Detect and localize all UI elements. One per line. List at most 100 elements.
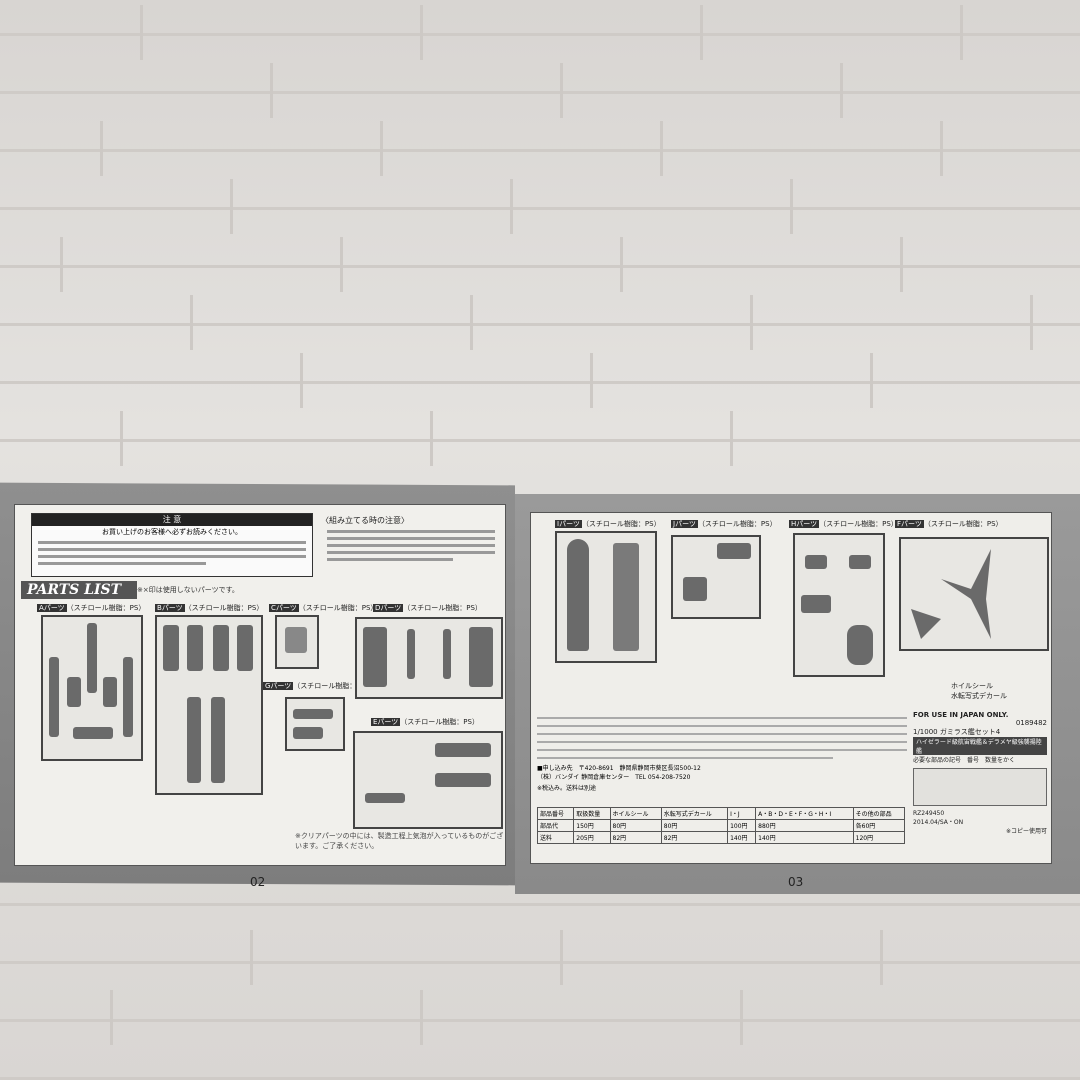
page-number-left: 02 [250, 875, 266, 889]
text-line [38, 562, 206, 565]
table-cell: 82円 [660, 831, 729, 844]
brick-joint [940, 121, 943, 176]
clear-parts-footnote: ※クリアパーツの中には、製造工程上気泡が入っているものがございます。ご了承くださ… [295, 832, 504, 850]
text-line [38, 548, 306, 551]
brick-joint [340, 237, 343, 292]
table-cell: 205円 [573, 831, 611, 844]
part [435, 773, 491, 787]
part [469, 627, 493, 687]
table-cell: 82円 [609, 831, 662, 844]
sprue-j [671, 535, 761, 619]
text-line [537, 733, 907, 735]
wing-shape [941, 549, 991, 639]
parts-label-g: Gパーツ（スチロール樹脂：PS） [263, 682, 372, 690]
parts-label-b: Bパーツ（スチロール樹脂：PS） [155, 604, 264, 612]
parts-list-label: PARTS LIST [21, 581, 137, 599]
brick-joint [250, 930, 253, 985]
sprue-g [285, 697, 345, 751]
table-row: 部品代 150円 80円 80円 100円 880円 各60円 [536, 819, 906, 832]
parts-label-c: Cパーツ（スチロール樹脂：PS） [269, 604, 378, 612]
part [237, 625, 253, 671]
part [211, 697, 225, 783]
sticker-note-2: 水転写式デカール [951, 692, 1007, 700]
table-cell: 部品代 [536, 819, 575, 832]
part [365, 793, 405, 803]
table-cell: 140円 [727, 831, 757, 844]
date-line: 2014.04/SA・ON [913, 819, 964, 826]
brick-joint [590, 353, 593, 408]
parts-label-d: Dパーツ（スチロール樹脂：PS） [373, 604, 482, 612]
brick-joint [120, 411, 123, 466]
text-line [38, 555, 306, 558]
text-line [537, 749, 907, 751]
part [407, 629, 415, 679]
left-page: 注 意 お買い上げのお客様へ必ずお読みください。 〈組み立てる時の注意〉 PAR… [14, 504, 506, 866]
brick-joint [190, 295, 193, 350]
parts-order-info: ■申し込み先 〒420-8691 静岡県静岡市葵区長沼500-12 （株）バンダ… [536, 711, 907, 859]
table-row: 送料 205円 82円 82円 140円 140円 120円 [536, 831, 906, 844]
text-line [327, 544, 495, 547]
sprue-i [555, 531, 657, 663]
brick-joint [960, 5, 963, 60]
part [187, 625, 203, 671]
brick-joint [380, 121, 383, 176]
brick-joint [100, 121, 103, 176]
part [613, 543, 639, 651]
text-line [38, 541, 306, 544]
product-name: 1/1000 ガミラス艦セット4 [913, 728, 1001, 736]
part [187, 697, 201, 783]
caution-box: 注 意 お買い上げのお客様へ必ずお読みください。 [31, 513, 313, 577]
copy-mark: ※コピー使用可 [1005, 828, 1047, 835]
needed-parts: 必要な部品の記号 番号 数量をかく [913, 757, 1016, 764]
table-cell: 150円 [573, 819, 611, 832]
parts-label-e: Eパーツ（スチロール樹脂：PS） [371, 718, 479, 726]
price-table-header: 部品番号 取扱数量 ホイルシール 水転写式デカール I・J A・B・D・E・F・… [536, 807, 906, 820]
sprue-a [41, 615, 143, 761]
price-header-note: ※税込み。送料は別途 [537, 785, 597, 792]
part [847, 625, 873, 665]
page-number-right: 03 [788, 875, 804, 889]
product-code: 0189482 [1015, 719, 1047, 727]
caution-title: 注 意 [32, 514, 312, 526]
table-cell: 880円 [755, 819, 854, 832]
brick-joint [230, 179, 233, 234]
text-line [537, 725, 907, 727]
part [103, 677, 117, 707]
brick-joint [420, 990, 423, 1045]
parts-note: ※×印は使用しないパーツです。 [137, 586, 239, 594]
brick-joint [420, 5, 423, 60]
caution-subtitle: お買い上げのお客様へ必ずお読みください。 [102, 528, 242, 536]
part [683, 577, 707, 601]
instruction-booklet: 注 意 お買い上げのお客様へ必ずお読みください。 〈組み立てる時の注意〉 PAR… [0, 476, 1080, 906]
sprue-b [155, 615, 263, 795]
table-header-cell: A・B・D・E・F・G・H・I [755, 807, 854, 820]
part [567, 539, 589, 651]
table-cell: 100円 [727, 819, 757, 832]
brick-joint [840, 63, 843, 118]
text-line [327, 537, 495, 540]
contact-company: （株）バンダイ 静岡倉庫センター TEL 054-208-7520 [537, 774, 691, 781]
brick-joint [730, 411, 733, 466]
sprue-f [899, 537, 1049, 651]
price-table: 部品番号 取扱数量 ホイルシール 水転写式デカール I・J A・B・D・E・F・… [536, 807, 906, 844]
table-cell: 80円 [660, 819, 729, 832]
order-entry-box [913, 768, 1047, 806]
brick-joint [900, 237, 903, 292]
part [849, 555, 871, 569]
part [293, 709, 333, 719]
table-cell: 120円 [852, 831, 906, 844]
brick-joint [60, 237, 63, 292]
text-line [537, 717, 907, 719]
parts-label-i: Iパーツ（スチロール樹脂：PS） [555, 520, 661, 528]
issue-code: RZ249450 [913, 810, 945, 817]
part [123, 657, 133, 737]
text-line [537, 741, 907, 743]
brick-joint [140, 5, 143, 60]
brick-joint [300, 353, 303, 408]
table-header-cell: 部品番号 [536, 807, 575, 820]
parts-label-h: Hパーツ（スチロール樹脂：PS） [789, 520, 898, 528]
brick-joint [560, 63, 563, 118]
text-line [537, 757, 833, 759]
part [49, 657, 59, 737]
brick-joint [1030, 295, 1033, 350]
